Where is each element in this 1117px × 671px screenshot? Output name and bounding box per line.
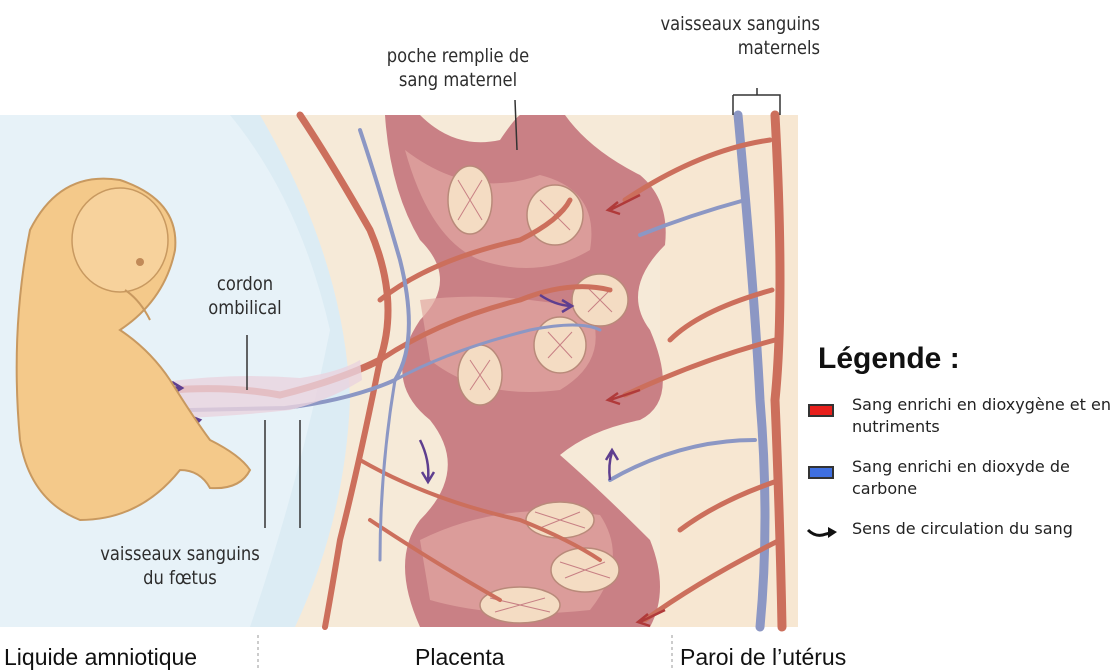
maternal-artery: [775, 115, 782, 627]
blue-swatch: [808, 466, 834, 479]
region-placenta: Placenta: [415, 644, 505, 671]
red-swatch: [808, 404, 834, 417]
region-amniotic-fluid: Liquide amniotique: [4, 644, 197, 671]
legend-title: Légende :: [818, 342, 960, 376]
region-uterine-wall: Paroi de l’utérus: [680, 644, 846, 671]
curved-arrow-icon: [806, 524, 840, 542]
